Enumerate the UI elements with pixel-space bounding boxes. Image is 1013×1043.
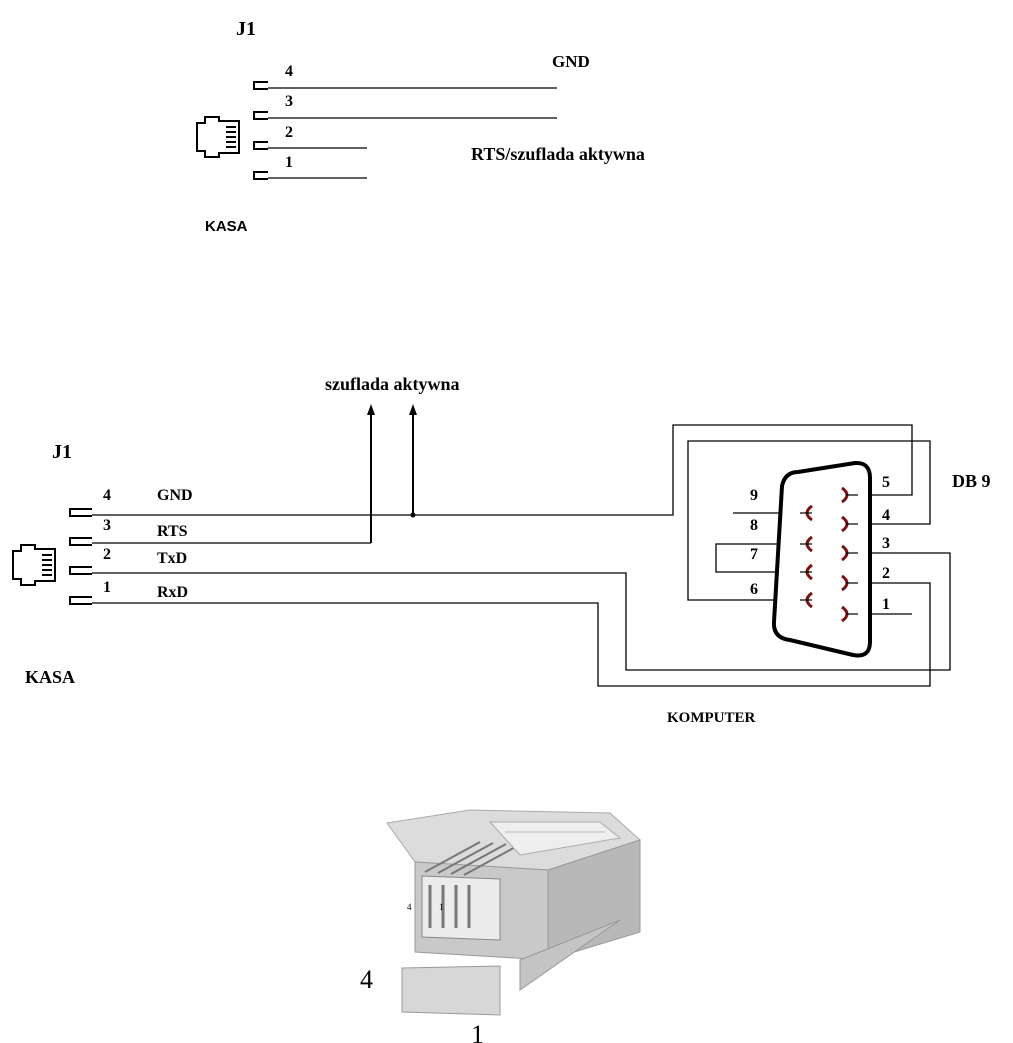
pin-1: 1 [103,579,111,596]
drawer-active-label: szuflada aktywna [325,374,460,394]
top-connector-diagram: J1 4 3 2 1 GND RTS/szuflada [196,18,645,235]
wires-top [268,87,557,179]
j1-label-top: J1 [236,18,256,40]
gnd-label: GND [552,52,590,71]
pin-number-4: 4 [285,63,293,80]
contact-label-1: 1 [439,902,444,912]
db9-connector-icon [771,460,872,658]
rj-jack-icon-bottom [12,544,56,586]
kasa-label-top: KASA [205,218,248,235]
signal-gnd: GND [157,487,193,504]
signal-txd: TxD [157,550,187,567]
pin-2: 2 [103,546,111,563]
contact-label-4: 4 [407,902,412,912]
kasa-label-bottom: KASA [25,667,75,687]
pin-3: 3 [103,517,111,534]
pin-stubs-bottom [69,508,92,605]
pin-stubs-top [253,81,268,180]
cable-wires [92,424,951,687]
plug-pin-1-label: 1 [471,1020,484,1043]
db9-pin-8: 8 [750,517,758,534]
db9-pin-5: 5 [882,474,890,491]
rj-plug-illustration: 4 1 [343,793,646,1043]
komputer-label: KOMPUTER [667,710,755,726]
db9-title: DB 9 [952,471,991,491]
pin-number-1: 1 [285,154,293,171]
db9-pin-1: 1 [882,596,890,613]
db9-pin-7: 7 [750,546,758,563]
rj-jack-icon [196,116,240,158]
j1-label-bottom: J1 [52,441,72,463]
drawer-arrows [367,404,417,543]
rts-drawer-label: RTS/szuflada aktywna [471,144,645,164]
pin-4: 4 [103,487,111,504]
db9-pin-9: 9 [750,487,758,504]
signal-rts: RTS [157,523,188,540]
plug-pin-4-label: 4 [360,965,373,994]
pin-number-3: 3 [285,93,293,110]
db9-pin-3: 3 [882,535,890,552]
pin-number-2: 2 [285,124,293,141]
db9-pin-4: 4 [882,507,890,524]
db9-pin-6: 6 [750,581,758,598]
db9-pin-2: 2 [882,565,890,582]
signal-rxd: RxD [157,584,188,601]
cable-wiring-diagram: J1 4 3 2 1 GND RTS TxD RxD szuflada akty… [12,374,991,726]
